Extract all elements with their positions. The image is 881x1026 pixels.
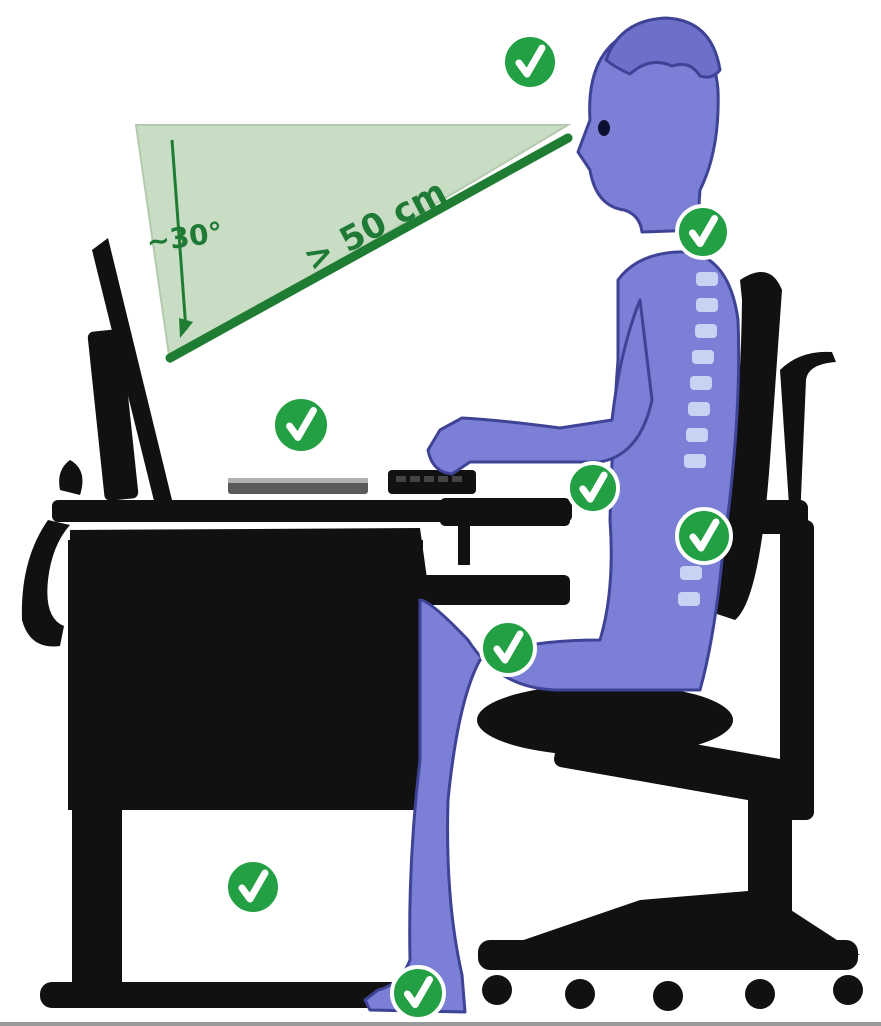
caster-wheel <box>745 979 775 1009</box>
caster-wheel <box>565 979 595 1009</box>
neck-posture-check-icon <box>677 206 729 258</box>
chair-base-star <box>480 890 860 955</box>
thigh-posture-check-icon <box>481 621 535 675</box>
eye <box>598 120 610 136</box>
feet-placement-check-icon <box>392 967 444 1019</box>
caster-wheel <box>482 975 512 1005</box>
legroom-check-icon <box>226 860 280 914</box>
viewing-cone: ~30° > 50 cm <box>136 125 568 362</box>
keyboard-tray-bracket <box>458 525 470 565</box>
chair-back-support <box>780 520 814 820</box>
head-posture-check-icon <box>503 35 557 89</box>
desk-modesty-panel <box>68 528 430 810</box>
chair-casters <box>482 975 863 1011</box>
monitor-arm-knob <box>59 460 82 495</box>
cable-loop <box>22 520 70 646</box>
bottom-border <box>0 1022 881 1026</box>
keyboard-tray-support <box>420 575 570 605</box>
desk-height-check-icon <box>273 397 329 453</box>
caster-wheel <box>833 975 863 1005</box>
document-top-sheet <box>228 478 368 483</box>
desk <box>40 498 572 1008</box>
chair-armrest-post <box>780 352 836 520</box>
desk-leg <box>72 800 122 990</box>
keyboard-tray <box>440 498 570 526</box>
elbow-angle-check-icon <box>568 463 618 513</box>
caster-wheel <box>653 981 683 1011</box>
keyboard-keys <box>396 476 462 482</box>
lumbar-support-check-icon <box>677 509 731 563</box>
desk-foot <box>40 982 415 1008</box>
